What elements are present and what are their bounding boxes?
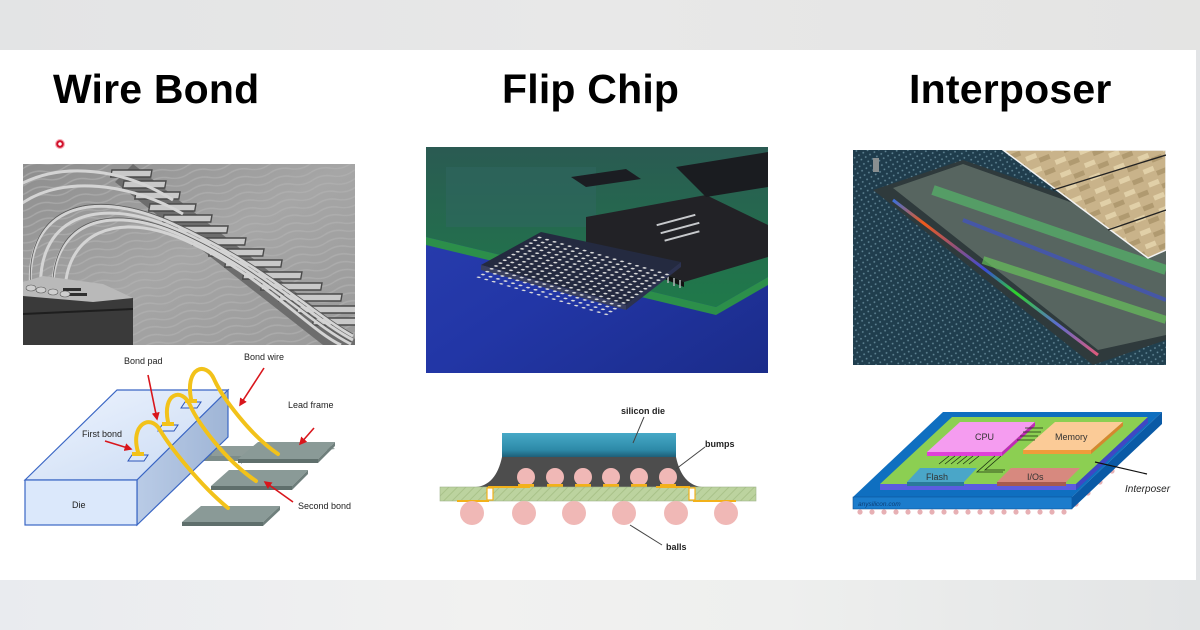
label-flash: Flash	[926, 472, 948, 482]
label-bond-wire: Bond wire	[244, 352, 284, 362]
flip-chip-diagram: silicon die bumps balls	[430, 395, 770, 555]
label-first-bond: First bond	[82, 429, 122, 439]
interposer-photo	[853, 150, 1166, 365]
lead-frame-strips	[182, 442, 335, 526]
title-flip-chip: Flip Chip	[502, 66, 680, 112]
label-interposer: Interposer	[1125, 484, 1171, 495]
top-letterbox-band	[0, 0, 1200, 50]
wire-bond-diagram: Bond pad Bond wire Lead frame First bond…	[20, 345, 380, 530]
bga-package	[474, 232, 681, 316]
label-bond-pad: Bond pad	[124, 356, 163, 366]
watermark-anysilicon: anysilicon.com	[858, 501, 901, 508]
label-die: Die	[72, 500, 86, 510]
label-memory: Memory	[1055, 432, 1088, 442]
label-balls: balls	[666, 542, 687, 552]
interposer-diagram: CPU Memory Flash I/Os Interposer anysili…	[845, 400, 1180, 520]
wire-bond-photo	[23, 164, 355, 345]
die-block	[23, 388, 230, 527]
laser-pointer-cursor	[55, 139, 65, 149]
label-second-bond: Second bond	[298, 501, 351, 511]
flip-chip-photo	[426, 147, 768, 373]
label-bumps: bumps	[705, 439, 735, 449]
label-cpu: CPU	[975, 432, 994, 442]
label-ios: I/Os	[1027, 472, 1044, 482]
bottom-letterbox-band	[0, 580, 1200, 630]
title-interposer: Interposer	[909, 66, 1112, 112]
title-wire-bond: Wire Bond	[53, 66, 260, 112]
label-silicon-die: silicon die	[621, 406, 665, 416]
label-lead-frame: Lead frame	[288, 400, 334, 410]
